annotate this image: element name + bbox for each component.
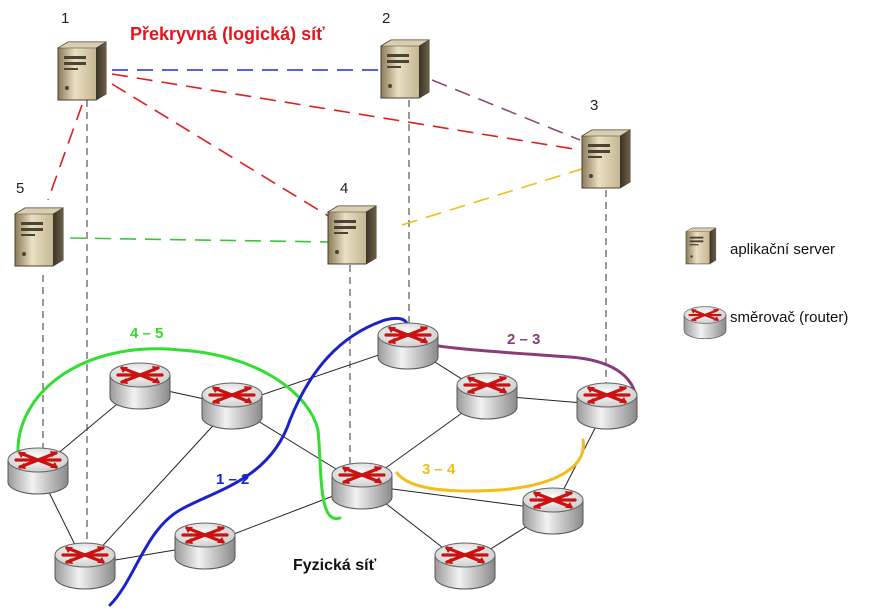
router-icon bbox=[330, 461, 394, 511]
server-icon bbox=[380, 39, 430, 99]
overlay-link-2-3 bbox=[431, 79, 581, 141]
legend-server-label: aplikační server bbox=[730, 241, 835, 258]
overlay-link-1-4 bbox=[111, 83, 336, 221]
legend-server-icon bbox=[685, 227, 717, 265]
physical-network-title: Fyzická síť bbox=[293, 557, 377, 574]
server-icon bbox=[327, 205, 377, 265]
overlay-network-title: Překryvná (logická) síť bbox=[130, 24, 325, 44]
path-4-5 bbox=[16, 347, 342, 520]
router-icon bbox=[6, 446, 70, 496]
server-icon bbox=[57, 41, 107, 101]
path-3-4 bbox=[395, 438, 585, 493]
server-label-1: 1 bbox=[61, 10, 69, 27]
vertical-mapping-lines bbox=[42, 100, 607, 555]
path-label-3-4: 3 – 4 bbox=[422, 461, 456, 478]
router-icon bbox=[53, 541, 117, 591]
path-label-2-3: 2 – 3 bbox=[507, 331, 540, 348]
overlay-link-5-4 bbox=[69, 237, 331, 243]
legend-router-label: směrovač (router) bbox=[730, 309, 848, 326]
router-icon bbox=[200, 381, 264, 431]
server-icon bbox=[581, 129, 631, 189]
overlay-links bbox=[47, 69, 586, 243]
server-icon bbox=[14, 207, 64, 267]
legend: aplikační server směrovač (router) bbox=[682, 227, 848, 340]
servers bbox=[14, 39, 631, 267]
path-label-1-2: 1 – 2 bbox=[216, 471, 249, 488]
router-icon bbox=[376, 321, 440, 371]
server-label-4: 4 bbox=[340, 180, 348, 197]
path-1-2 bbox=[108, 316, 409, 607]
overlay-link-1-3 bbox=[111, 73, 581, 151]
server-label-2: 2 bbox=[382, 10, 390, 27]
router-icon bbox=[521, 486, 585, 536]
router-icon bbox=[455, 371, 519, 421]
router-icon bbox=[108, 361, 172, 411]
router-icon bbox=[433, 541, 497, 591]
path-label-4-5: 4 – 5 bbox=[130, 325, 163, 342]
server-label-3: 3 bbox=[590, 97, 598, 114]
router-icon bbox=[575, 381, 639, 431]
server-label-5: 5 bbox=[16, 180, 24, 197]
overlay-link-1-5 bbox=[47, 104, 83, 201]
router-icon bbox=[173, 521, 237, 571]
legend-router-icon bbox=[682, 305, 728, 340]
overlay-link-4-3 bbox=[401, 167, 586, 226]
